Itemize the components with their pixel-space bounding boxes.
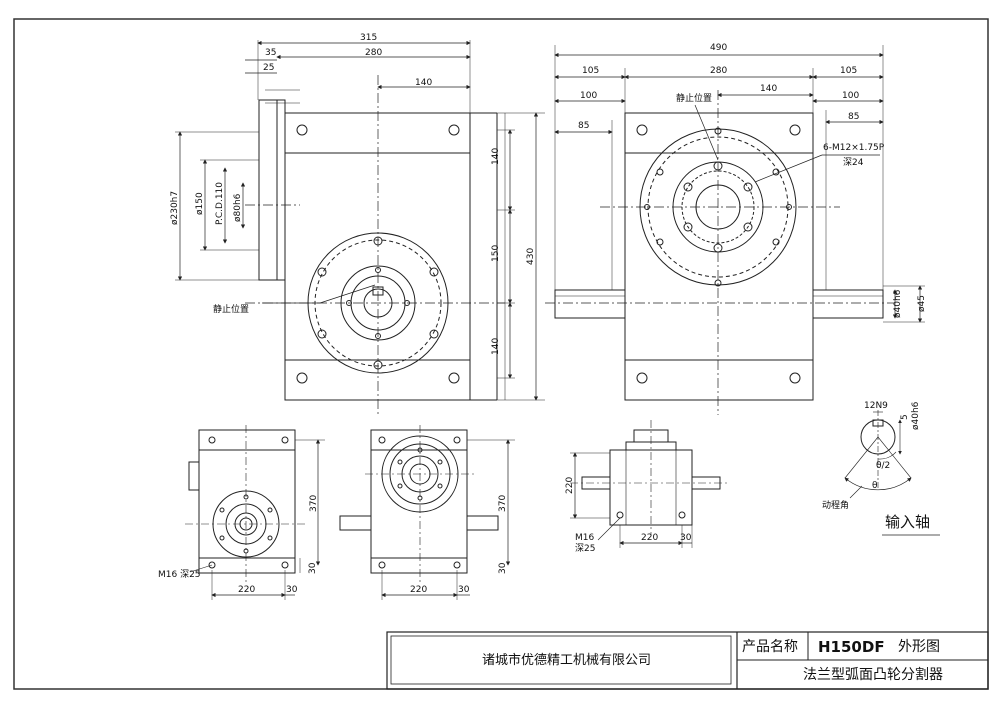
sv2-dim-30-side: 30 — [498, 562, 508, 574]
side-dim-280: 280 — [710, 66, 727, 76]
side-dim-85-right: 85 — [848, 112, 859, 122]
shaft-dim-12n9: 12N9 — [864, 401, 888, 411]
side-dim-140: 140 — [760, 84, 777, 94]
product-description: 法兰型弧面凸轮分割器 — [803, 666, 943, 683]
front-dim-140: 140 — [415, 78, 432, 88]
shaft-dim-5: 5 — [900, 414, 910, 420]
front-view: 315 35 280 25 140 140 150 140 430 ø230h7… — [170, 33, 545, 415]
shaft-detail-title: 输入轴 — [885, 513, 930, 531]
front-dim-315: 315 — [360, 33, 377, 43]
side-dim-105-left: 105 — [582, 66, 599, 76]
front-dim-280: 280 — [365, 48, 382, 58]
front-dim-dia230: ø230h7 — [170, 191, 180, 225]
input-shaft-detail: 12N9 5 ø40h6 θ/2 θ 动程角 输入轴 — [822, 401, 940, 536]
sv2-dim-220: 220 — [410, 585, 427, 595]
drawing-border — [13, 18, 989, 690]
sv3-bolt-note-2: 深25 — [575, 543, 595, 554]
side-dim-490: 490 — [710, 43, 727, 53]
side-dim-85-left: 85 — [578, 121, 589, 131]
front-dim-right-150: 150 — [491, 245, 501, 262]
front-dim-dia80: ø80h6 — [233, 193, 243, 222]
front-dim-25: 25 — [263, 63, 274, 73]
title-block: 诸城市优德精工机械有限公司 产品名称 H150DF 外形图 法兰型弧面凸轮分割器 — [386, 631, 989, 690]
side-dim-100-left: 100 — [580, 91, 597, 101]
model-number: H150DF — [818, 638, 885, 656]
sv3-bolt-note-1: M16 — [575, 533, 594, 543]
front-dim-pcd110: P.C.D.110 — [215, 182, 225, 225]
shaft-angle-half: θ/2 — [876, 461, 890, 471]
sv1-dim-30-bottom: 30 — [286, 585, 298, 595]
front-dim-dia150: ø150 — [195, 192, 205, 215]
view-type: 外形图 — [898, 639, 940, 655]
shaft-dim-dia40: ø40h6 — [911, 401, 921, 430]
small-view-3: 220 220 30 M16 深25 — [565, 420, 730, 554]
shaft-angle-label: 动程角 — [822, 499, 849, 511]
side-stop-position-label: 静止位置 — [676, 92, 712, 104]
small-view-1: 370 220 30 30 M16 深25 — [158, 425, 325, 600]
side-hole-note: 6-M12×1.75P — [823, 143, 885, 153]
product-name-label: 产品名称 — [742, 639, 798, 655]
side-dim-100-right: 100 — [842, 91, 859, 101]
front-dim-right-140b: 140 — [491, 338, 501, 355]
side-dim-dia40: ø40h6 — [893, 289, 903, 318]
company-name: 诸城市优德精工机械有限公司 — [482, 652, 651, 668]
sv3-dim-220-bottom: 220 — [641, 533, 658, 543]
front-dim-430: 430 — [526, 248, 536, 265]
shaft-angle-full: θ — [872, 481, 878, 491]
side-dim-105-right: 105 — [840, 66, 857, 76]
side-view: 490 105 280 105 100 140 100 85 85 静止位置 6… — [545, 43, 927, 415]
sv3-dim-30: 30 — [680, 533, 692, 543]
sv3-dim-220-side: 220 — [565, 477, 575, 494]
sv1-dim-370: 370 — [309, 495, 319, 512]
front-dim-right-140a: 140 — [491, 148, 501, 165]
sv1-bolt-note: M16 深25 — [158, 569, 201, 580]
front-stop-position-label: 静止位置 — [213, 303, 249, 315]
side-dim-dia45: ø45 — [917, 295, 927, 312]
side-hole-depth: 深24 — [843, 157, 864, 168]
small-view-2: 370 220 30 30 — [339, 425, 515, 600]
sv2-dim-30-bottom: 30 — [458, 585, 470, 595]
sv2-dim-370: 370 — [498, 495, 508, 512]
front-dim-35: 35 — [265, 48, 276, 58]
sv1-dim-220: 220 — [238, 585, 255, 595]
sv1-dim-30-side: 30 — [308, 562, 318, 574]
